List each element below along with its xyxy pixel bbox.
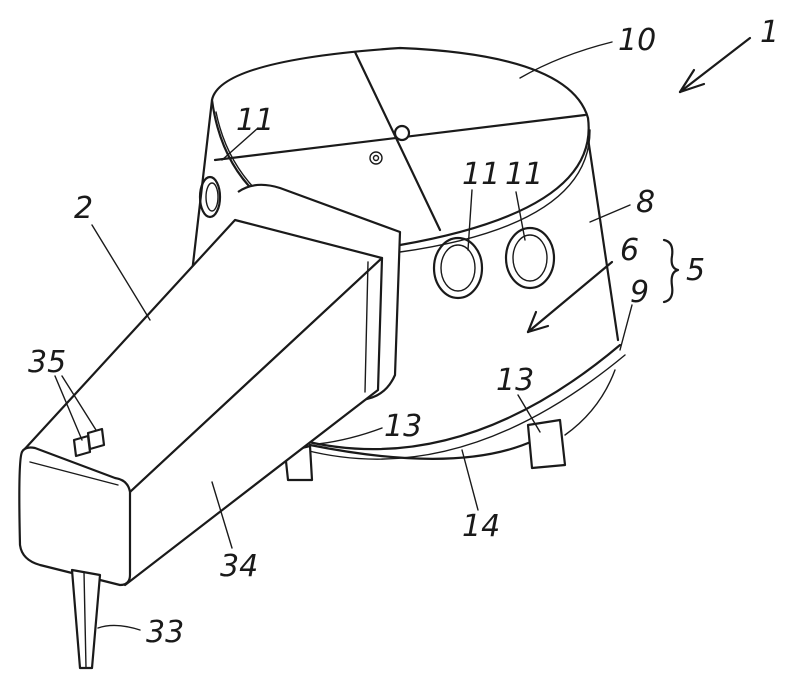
label-34: 34 — [220, 549, 258, 584]
lid — [210, 46, 591, 253]
label-13-right: 13 — [496, 363, 534, 398]
label-6: 6 — [620, 233, 639, 268]
leader-lines — [54, 36, 752, 631]
reference-numerals: 1 10 11 11 11 2 8 6 5 9 35 13 13 14 34 3… — [28, 15, 779, 650]
label-5: 5 — [686, 253, 705, 288]
ground-pin — [70, 568, 102, 670]
label-1: 1 — [760, 15, 779, 50]
label-11-mid-left: 11 — [462, 157, 500, 192]
label-9: 9 — [630, 275, 649, 310]
label-13-left: 13 — [384, 409, 422, 444]
label-11-top: 11 — [236, 103, 274, 138]
knockout-openings — [198, 175, 556, 300]
base-flange — [283, 369, 616, 482]
label-8: 8 — [636, 185, 655, 220]
label-11-mid-right: 11 — [505, 157, 543, 192]
label-10: 10 — [618, 23, 656, 58]
label-2: 2 — [74, 191, 93, 226]
cable-arm — [18, 183, 402, 587]
label-35: 35 — [28, 345, 66, 380]
label-33: 33 — [146, 615, 184, 650]
label-14: 14 — [462, 509, 500, 544]
